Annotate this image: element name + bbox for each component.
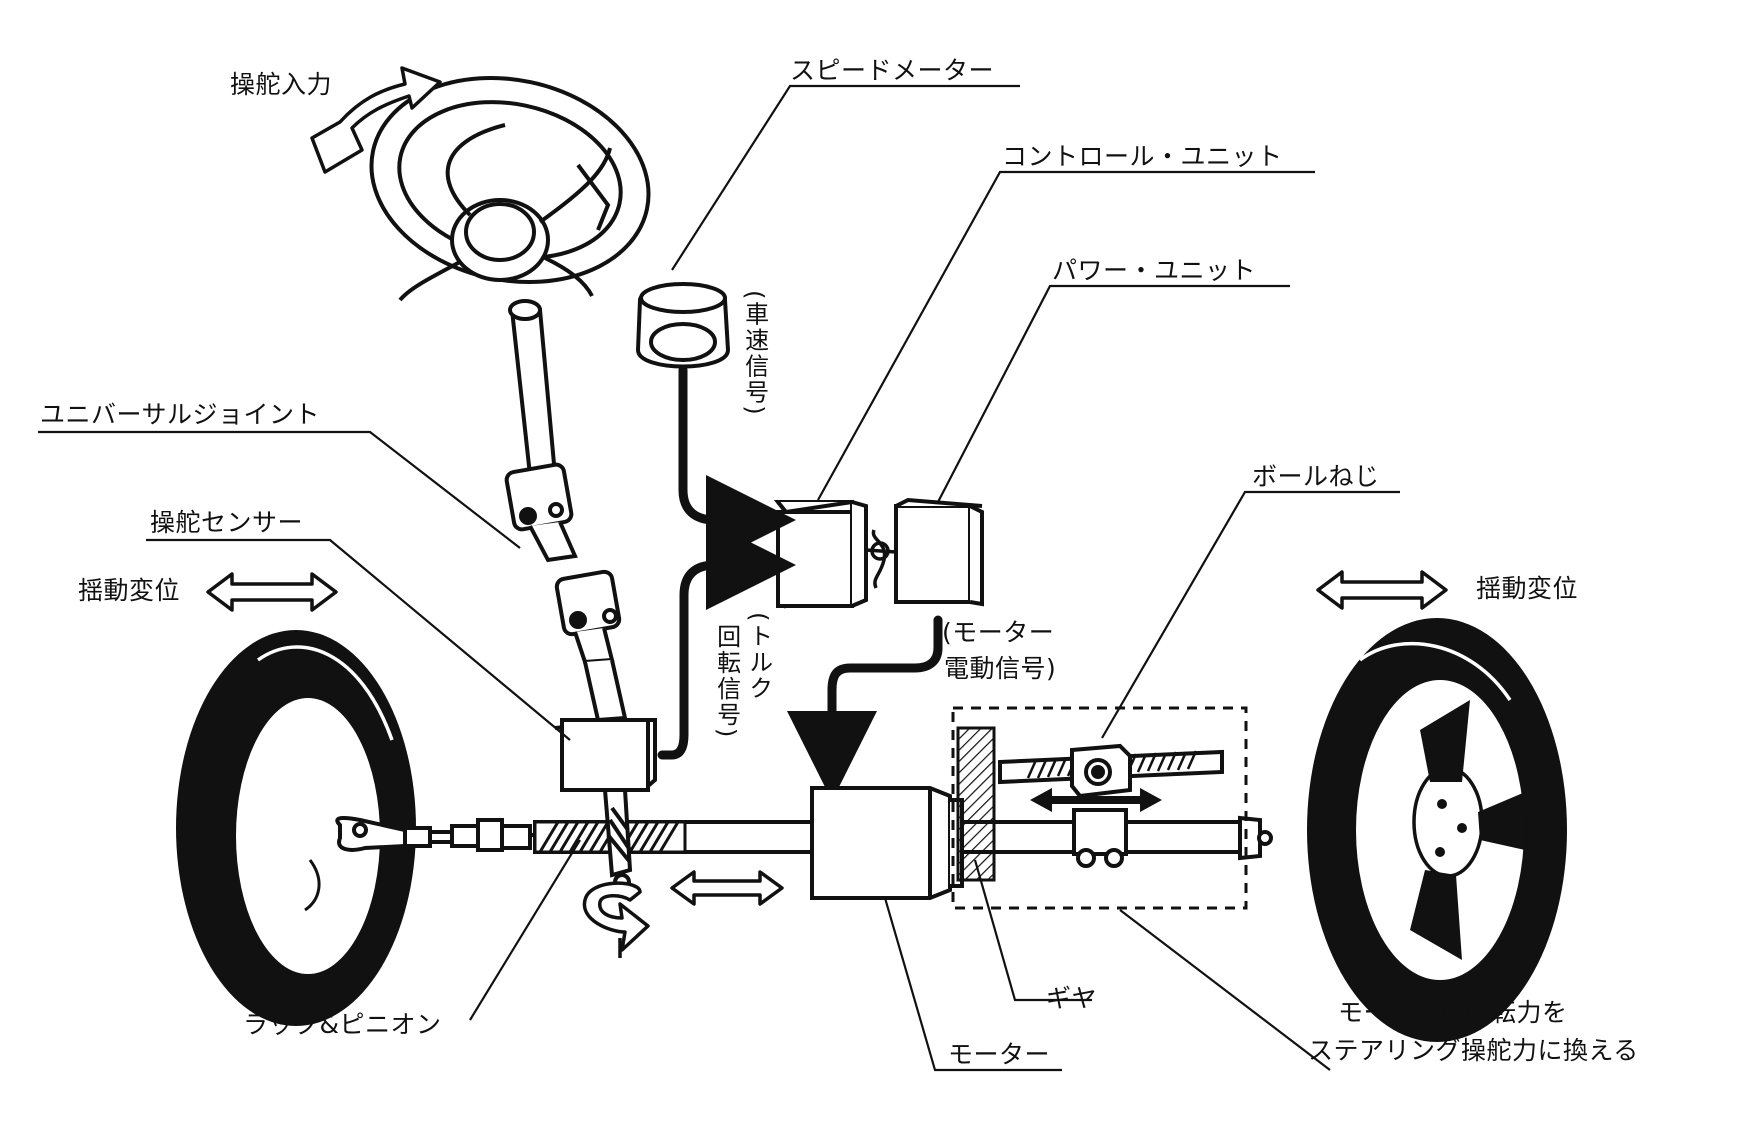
reduction-gear (956, 726, 996, 882)
unit-connector (865, 529, 897, 589)
left-tire (176, 630, 416, 1026)
label-power-unit: パワー・ユニット (1052, 256, 1257, 285)
steering-input-rotation-arrow (310, 66, 442, 174)
steering-wheel (369, 75, 651, 302)
leader-ball-screw (1101, 490, 1400, 739)
right-tire (1307, 618, 1567, 1042)
leader-rack-pinion (469, 839, 581, 1021)
leader-steering-sensor (146, 538, 571, 741)
label-motor-signal-line2: 電動信号) (944, 654, 1057, 683)
ball-screw-assembly (998, 743, 1224, 868)
label-universal-joint: ユニバーサルジョイント (40, 400, 321, 429)
leader-speedometer (671, 84, 1020, 271)
label-conversion-line1: モーターの回転力を (1338, 998, 1568, 1027)
swing-arrow-right (1316, 570, 1448, 610)
label-motor-signal-line1: (モーター (942, 618, 1055, 647)
universal-joint-upper (504, 462, 578, 563)
label-torque-signal-line2: 回転信号) (712, 624, 741, 740)
universal-joint-lower (554, 569, 628, 723)
motor-body (810, 786, 964, 900)
label-vehicle-speed-signal: (車速信号) (740, 290, 769, 417)
leader-power-unit (937, 284, 1290, 503)
power-unit-box (894, 497, 984, 607)
leader-conversion (1119, 909, 1331, 1071)
label-rack-pinion: ラック&ピニオン (243, 1010, 442, 1039)
label-swing-displacement-left: 揺動変位 (78, 576, 181, 605)
label-ball-screw: ボールねじ (1252, 462, 1380, 491)
label-swing-displacement-right: 揺動変位 (1476, 574, 1579, 603)
speedometer-unit (635, 282, 731, 369)
ball-screw-dashed-box (951, 706, 1248, 910)
label-steering-input: 操舵入力 (230, 70, 333, 99)
leader-control-unit (817, 170, 1315, 501)
ball-screw-motion-arrow (1030, 788, 1162, 812)
label-conversion-line2: ステアリング操舵力に換える (1308, 1036, 1639, 1065)
leader-gear (973, 859, 1092, 1002)
steering-column (508, 299, 558, 477)
label-speedometer: スピードメーター (790, 56, 995, 85)
rack-motion-arrow (670, 870, 784, 906)
pinion-gear (602, 788, 633, 891)
label-torque-signal-line1: (トルク (744, 612, 773, 702)
steering-sensor-box (554, 718, 657, 792)
signal-wires (657, 365, 943, 801)
label-motor: モーター (948, 1040, 1051, 1069)
leader-universal-joint (38, 430, 521, 549)
label-gear: ギヤ (1046, 984, 1098, 1013)
motor-drive-wire (787, 615, 943, 801)
vehicle-speed-wire (678, 365, 796, 565)
label-control-unit: コントロール・ユニット (1002, 142, 1283, 171)
torque-wire (657, 520, 796, 760)
control-unit-box (773, 500, 868, 609)
left-tie-rod (335, 816, 535, 852)
leader-lines (38, 84, 1400, 1072)
leader-motor (883, 897, 1062, 1072)
label-steering-sensor: 操舵センサー (150, 508, 304, 537)
swing-arrow-left (206, 572, 338, 612)
pinion-rotation-arrow (582, 881, 650, 958)
